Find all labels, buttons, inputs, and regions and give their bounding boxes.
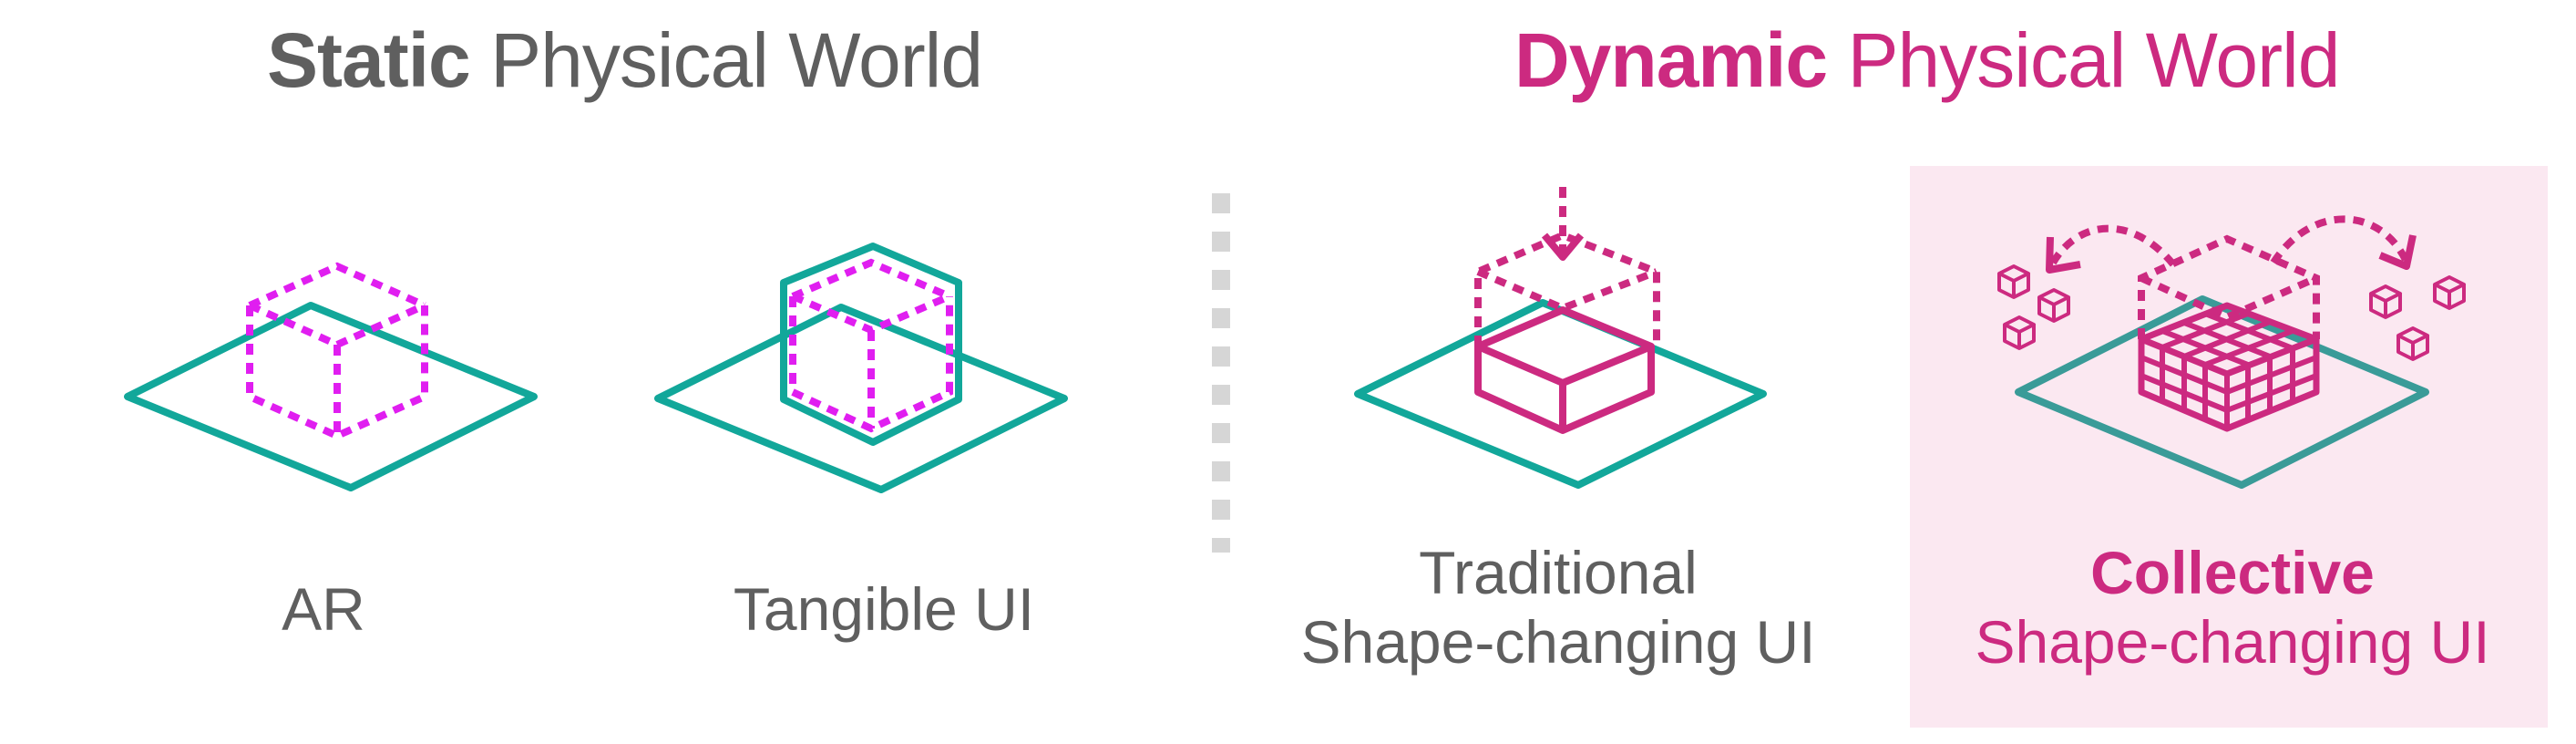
ar-illustration (124, 262, 538, 491)
traditional-caption-line2: Shape-changing UI (1300, 608, 1816, 676)
collective-caption-line1: Collective (2090, 539, 2375, 606)
collective-caption-line2: Shape-changing UI (1975, 608, 2490, 676)
tangible-base-plane (654, 304, 1068, 493)
traditional-caption-line1: Traditional (1419, 539, 1698, 606)
collective-illustration (1997, 215, 2466, 489)
tangible-physical-object (780, 243, 962, 446)
left-dispersal-arrow (2048, 224, 2177, 267)
collective-highlight-panel (1910, 166, 2548, 728)
traditional-target-outline (1474, 231, 1660, 346)
dynamic-world-heading: Dynamic Physical World (1514, 17, 2340, 103)
ar-base-plane (124, 302, 538, 491)
right-dispersal-arrow (2270, 215, 2409, 265)
traditional-shape-display (1474, 306, 1655, 434)
push-down-arrow-head (1541, 232, 1585, 261)
right-dispersal-arrow-head (2378, 234, 2417, 270)
traditional-caption: Traditional Shape-changing UI (1267, 538, 1850, 677)
tangible-illustration (654, 243, 1068, 493)
robot-cube-left-2 (2037, 288, 2070, 323)
ar-caption: AR (282, 575, 365, 643)
collective-target-outline (2138, 234, 2320, 339)
robot-cube-right-2 (2433, 275, 2466, 310)
tangible-ui-caption: Tangible UI (733, 575, 1035, 643)
tangible-virtual-cube (789, 258, 953, 433)
robot-cube-left-1 (1997, 264, 2030, 299)
traditional-illustration (1354, 187, 1767, 489)
left-dispersal-arrow-head (2046, 236, 2081, 274)
collective-robot-grid (2138, 302, 2320, 432)
robot-cube-left-3 (2003, 315, 2036, 350)
traditional-base-plane (1354, 299, 1767, 489)
robot-cube-right-1 (2369, 284, 2402, 319)
robot-cube-right-3 (2396, 326, 2429, 361)
ar-virtual-cube (246, 262, 428, 440)
collective-caption: Collective Shape-changing UI (1941, 538, 2524, 677)
static-world-heading: Static Physical World (267, 17, 983, 103)
